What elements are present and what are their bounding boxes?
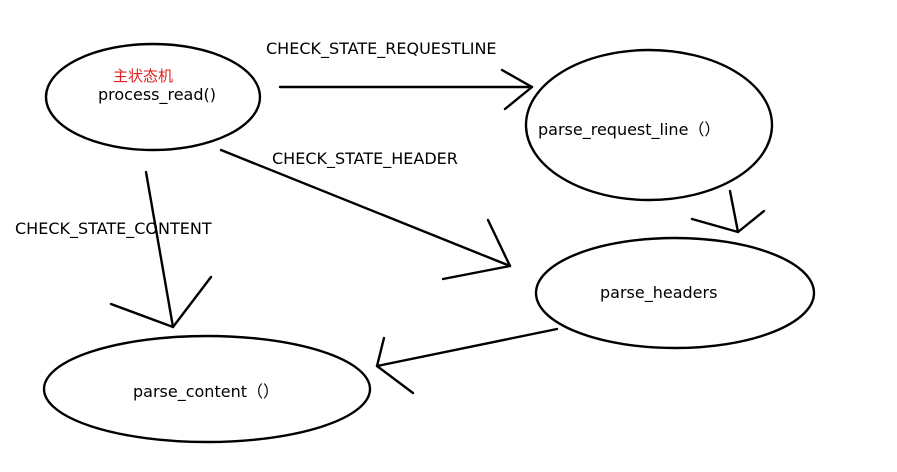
node-parse-headers-shape	[534, 236, 816, 350]
edge-header: CHECK_STATE_HEADER	[219, 148, 512, 281]
edge-content-line	[144, 170, 175, 329]
edge-requestline-arrowhead	[500, 68, 534, 111]
node-parse-content-shape	[42, 334, 372, 444]
edge-header-arrowhead	[441, 218, 512, 281]
node-process-read-shape	[44, 42, 262, 152]
node-parse-content: parse_content（）	[42, 334, 372, 444]
edge-requestline-label: CHECK_STATE_REQUESTLINE	[266, 39, 497, 59]
node-parse-content-label: parse_content（）	[133, 382, 279, 402]
edge-requestline-to-headers-tail	[690, 217, 740, 234]
edge-content-label: CHECK_STATE_CONTENT	[15, 219, 212, 239]
edge-requestline-to-headers	[690, 189, 766, 234]
edge-headers-to-content	[375, 327, 559, 395]
edge-requestline-to-headers-arrowhead	[728, 189, 766, 234]
edge-headers-to-content-arrowhead	[375, 336, 415, 395]
node-parse-request-line-label: parse_request_line（）	[538, 120, 720, 140]
node-process-read-label: process_read()	[98, 85, 216, 105]
edge-content: CHECK_STATE_CONTENT	[15, 170, 213, 329]
edge-headers-to-content-line	[375, 327, 559, 368]
node-parse-request-line-shape	[524, 48, 774, 202]
node-process-read: 主状态机 process_read()	[44, 42, 262, 152]
edge-requestline: CHECK_STATE_REQUESTLINE	[266, 39, 534, 111]
node-parse-request-line: parse_request_line（）	[524, 48, 774, 202]
node-parse-headers: parse_headers	[534, 236, 816, 350]
node-process-read-annotation: 主状态机	[113, 67, 173, 85]
edge-content-arrowhead	[109, 275, 213, 329]
edge-header-line	[219, 148, 512, 268]
edge-header-label: CHECK_STATE_HEADER	[272, 149, 458, 169]
node-parse-headers-label: parse_headers	[600, 283, 717, 303]
